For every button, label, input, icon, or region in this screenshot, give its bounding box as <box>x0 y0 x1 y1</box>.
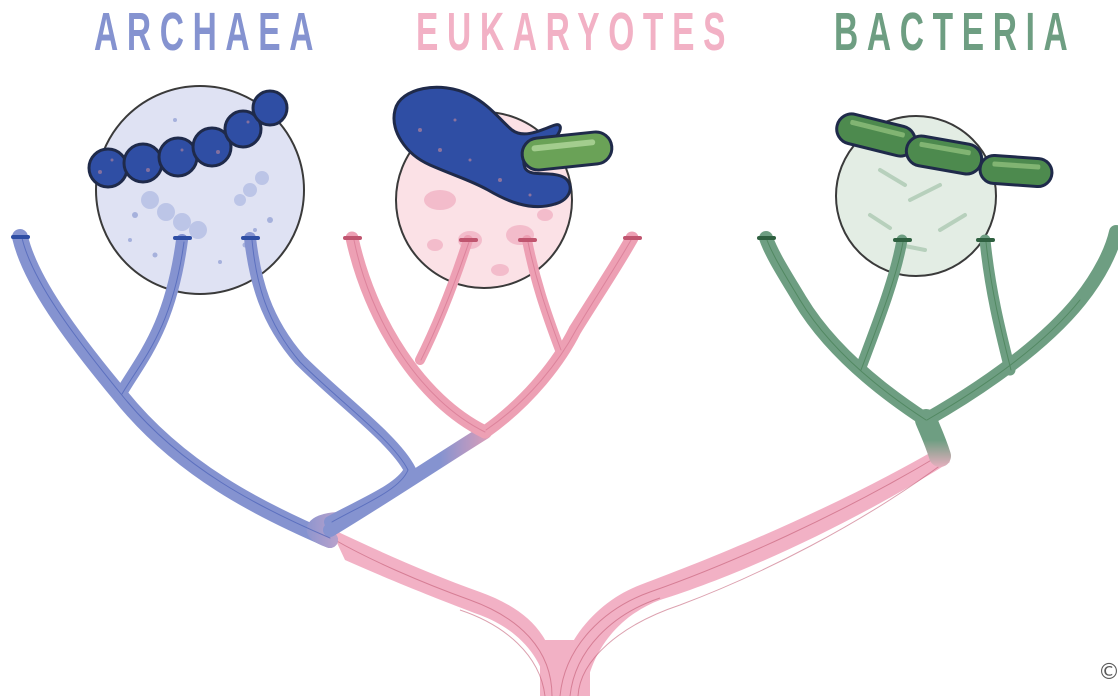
copyright-symbol: © <box>1098 660 1118 686</box>
tree-trunk <box>330 450 950 696</box>
